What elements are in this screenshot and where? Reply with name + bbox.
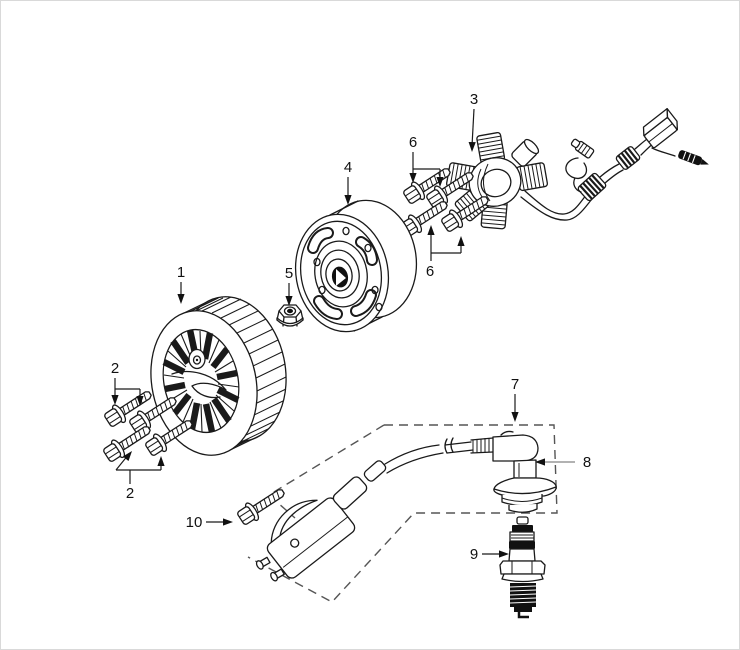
callout-6-upper: 6 xyxy=(409,134,444,187)
callout-3-label: 3 xyxy=(470,91,478,108)
bullet-terminal xyxy=(678,150,709,166)
harness-connector xyxy=(642,108,679,149)
harness-wrap-1 xyxy=(577,172,607,202)
callout-6-lower-leader xyxy=(430,230,462,261)
callout-5: 5 xyxy=(285,265,293,306)
callout-7-label: 7 xyxy=(511,376,519,393)
callout-7-arrow xyxy=(511,412,519,422)
callout-3-arrow xyxy=(468,141,476,153)
stator-assembly xyxy=(445,108,709,230)
ignition-coil xyxy=(255,430,557,582)
callout-2-upper-leader xyxy=(114,378,141,400)
callout-6-upper-leader xyxy=(412,152,441,181)
callout-1-arrow xyxy=(177,294,185,304)
callout-2-lower-arrow-b xyxy=(157,456,165,466)
flywheel-rotor xyxy=(294,199,418,333)
ignition-coil-boundary xyxy=(247,424,558,603)
callout-1: 1 xyxy=(177,264,185,304)
callout-8: 8 xyxy=(535,454,591,471)
harness-wrap-2 xyxy=(615,146,641,170)
stator-bobbin xyxy=(511,138,540,167)
callout-6-lower: 6 xyxy=(426,225,465,280)
callout-2-upper: 2 xyxy=(111,360,144,406)
fan-fins xyxy=(162,329,240,433)
callout-10-arrow xyxy=(223,518,233,526)
rotor-keyway xyxy=(336,269,346,286)
harness-clip xyxy=(565,138,595,193)
callout-10-label: 10 xyxy=(186,514,203,531)
callout-6-lower-label: 6 xyxy=(426,263,434,280)
callout-2-lower-leader xyxy=(115,453,162,484)
callout-5-label: 5 xyxy=(285,265,293,282)
callout-2-lower: 2 xyxy=(115,448,165,502)
callout-2-upper-arrow-a xyxy=(111,395,119,405)
spark-plug xyxy=(499,516,546,619)
callout-1-label: 1 xyxy=(177,264,185,281)
callout-9-label: 9 xyxy=(470,546,478,563)
callout-9-arrow xyxy=(499,550,509,558)
fan-blades xyxy=(183,296,287,456)
callout-2-upper-label: 2 xyxy=(111,360,119,377)
stator-core xyxy=(445,131,549,230)
flange-nut xyxy=(276,304,304,327)
callout-6-lower-arrow-a xyxy=(427,225,435,235)
coil-neck xyxy=(363,460,387,482)
terminal-wire xyxy=(651,147,676,157)
callout-10: 10 xyxy=(186,514,233,531)
rotor-slots xyxy=(307,227,378,320)
callout-6-upper-label: 6 xyxy=(409,134,417,151)
callout-6-lower-arrow-b xyxy=(457,236,465,246)
callout-8-label: 8 xyxy=(583,454,591,471)
coil-boot xyxy=(332,476,368,510)
callout-2-lower-label: 2 xyxy=(126,485,134,502)
fan-wheel xyxy=(150,296,287,456)
callout-6-upper-arrow-a xyxy=(409,173,417,183)
callout-9: 9 xyxy=(470,546,509,563)
ht-lead xyxy=(384,437,474,474)
spark-plug-cap xyxy=(470,430,557,513)
callout-7: 7 xyxy=(511,376,519,422)
callout-3: 3 xyxy=(468,91,478,153)
callout-3-leader xyxy=(471,108,475,147)
callout-4: 4 xyxy=(344,159,352,205)
callout-4-label: 4 xyxy=(344,159,352,176)
